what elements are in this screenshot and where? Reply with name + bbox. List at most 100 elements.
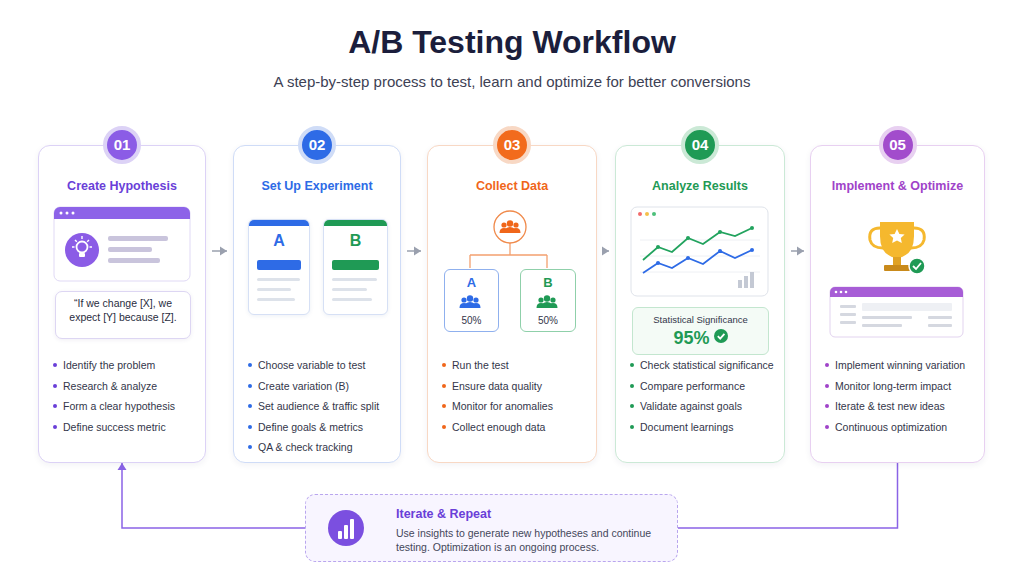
bullet-item: Document learnings (628, 420, 778, 434)
bullet-list: Check statistical significanceCompare pe… (628, 358, 778, 440)
bullet-item: Check statistical significance (628, 358, 778, 372)
bullet-item: Form a clear hypothesis (51, 399, 199, 413)
illustration-shape (344, 525, 348, 539)
arrow-head (414, 247, 421, 256)
illustration-shape (738, 280, 742, 288)
illustration-shape (537, 295, 558, 308)
illustration-shape (884, 265, 910, 271)
illustration-shape (338, 531, 342, 539)
step-card: 02Set Up ExperimentChoose variable to te… (233, 145, 401, 463)
arrow-head (118, 463, 127, 470)
illustration-shape (750, 272, 754, 288)
check-circle (714, 329, 728, 343)
illustration-shape (66, 212, 69, 215)
illustration-shape (870, 228, 883, 248)
variant-panel: B (323, 219, 388, 315)
step-card: 01Create HypothesisIdentify the problemR… (38, 145, 206, 463)
illustration-shape (656, 261, 660, 265)
bullet-item: Monitor long-term impact (823, 379, 978, 393)
bullet-list: Implement winning variationMonitor long-… (823, 358, 978, 440)
connector (118, 463, 306, 528)
trophy-icon (870, 222, 925, 274)
group-letter: B (521, 275, 575, 290)
illustration-shape (686, 236, 690, 240)
illustration-shape (65, 233, 99, 267)
bullet-item: Create variation (B) (246, 379, 394, 393)
step-heading: Analyze Results (620, 179, 780, 193)
bullet-item: Implement winning variation (823, 358, 978, 372)
panel-line (332, 288, 367, 291)
illustration-shape (652, 212, 656, 216)
iterate-body: Use insights to generate new hypotheses … (396, 526, 663, 554)
illustration-shape (72, 212, 75, 215)
bullet-item: Define success metric (51, 420, 199, 434)
panel-line (257, 298, 295, 301)
illustration-shape (54, 207, 190, 281)
step-number: 04 (681, 126, 719, 164)
illustration-shape (108, 258, 160, 263)
illustration-shape (656, 245, 660, 249)
illustration-shape (500, 220, 521, 233)
bullet-list: Identify the problemResearch & analyzeFo… (51, 358, 199, 440)
illustration-shape (880, 222, 914, 258)
arrow-head (797, 247, 804, 256)
significance-label: Statistical Significance (633, 314, 768, 325)
bullet-item: Run the test (440, 358, 590, 372)
step-heading: Create Hypothesis (43, 179, 201, 193)
illustration-shape (830, 287, 963, 337)
step-heading: Implement & Optimize (815, 179, 980, 193)
bullet-item: QA & check tracking (246, 440, 394, 454)
illustration-shape (79, 253, 85, 257)
traffic-split (460, 211, 558, 308)
traffic-share: 50% (521, 315, 575, 326)
illustration-shape (830, 292, 963, 297)
illustration-shape (889, 229, 904, 243)
step-number: 02 (298, 126, 336, 164)
bullet-item: Continuous optimization (823, 420, 978, 434)
illustration-shape (862, 316, 912, 319)
bullet-item: Monitor for anomalies (440, 399, 590, 413)
bullet-list: Choose variable to testCreate variation … (246, 358, 394, 461)
panel-line (257, 278, 300, 281)
step-card: 04Analyze ResultsCheck statistical signi… (615, 145, 785, 463)
bullet-item: Iterate & test new ideas (823, 399, 978, 413)
illustration-shape (645, 212, 649, 216)
connector-line (122, 463, 305, 528)
illustration-shape (631, 207, 768, 296)
significance-box: Statistical Significance 95% (632, 307, 769, 355)
iterate-icon (328, 510, 364, 546)
connector (678, 463, 898, 528)
significance-value: 95% (673, 328, 709, 349)
illustration-shape (718, 249, 722, 253)
step-number: 01 (103, 126, 141, 164)
illustration-shape (913, 263, 921, 269)
check-mark (717, 334, 724, 339)
illustration-shape (840, 321, 856, 324)
illustration-shape (862, 324, 902, 327)
split-box: B 50% (520, 269, 576, 332)
illustration-shape (845, 291, 848, 294)
illustration-shape (835, 291, 838, 294)
step-card: 03Collect DataRun the testEnsure data qu… (427, 145, 597, 463)
variant-letter: A (249, 232, 309, 250)
bullet-item: Set audience & traffic split (246, 399, 394, 413)
hypothesis-window (54, 207, 190, 281)
connector (791, 247, 804, 256)
illustration-shape (638, 212, 642, 216)
illustration-shape (911, 228, 924, 248)
illustration-shape (494, 211, 526, 243)
step-number: 03 (493, 126, 531, 164)
results-chart (631, 207, 768, 296)
diagram-caption: A step-by-step process to test, learn an… (0, 73, 1024, 90)
iterate-heading: Iterate & Repeat (396, 507, 663, 521)
step-card: 05Implement & OptimizeImplement winning … (810, 145, 985, 463)
significance-row: 95% (633, 325, 768, 349)
illustration-shape (328, 510, 364, 546)
variant-letter: B (324, 232, 387, 250)
illustration-shape (643, 250, 752, 273)
bullet-item: Ensure data quality (440, 379, 590, 393)
illustration-shape (893, 257, 901, 265)
illustration-shape (686, 256, 690, 260)
